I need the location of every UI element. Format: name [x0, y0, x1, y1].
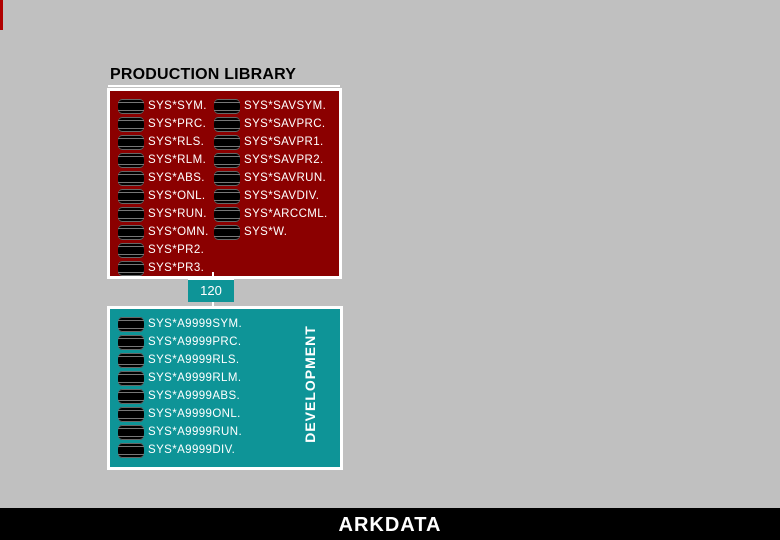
production-library-box: SYS*SYM. SYS*PRC. SYS*RLS. SYS*RLM. SYS*… [107, 88, 342, 279]
library-item: SYS*A9999SYM. [118, 315, 242, 333]
library-item-label: SYS*ABS. [148, 172, 205, 184]
disk-icon [118, 334, 144, 350]
disk-icon [118, 116, 144, 132]
disk-icon [118, 316, 144, 332]
library-item: SYS*A9999DIV. [118, 441, 235, 459]
disk-icon [118, 352, 144, 368]
disk-icon [118, 224, 144, 240]
disk-icon [214, 206, 240, 222]
disk-icon [118, 424, 144, 440]
library-item-label: SYS*SAVDIV. [244, 190, 320, 202]
library-item: SYS*A9999RLS. [118, 351, 240, 369]
library-item: SYS*PR3. [118, 259, 204, 277]
disk-icon [214, 134, 240, 150]
library-item-label: SYS*W. [244, 226, 288, 238]
library-item-label: SYS*RLS. [148, 136, 205, 148]
disk-icon [214, 224, 240, 240]
library-item: SYS*SYM. [118, 97, 207, 115]
library-item: SYS*PRC. [118, 115, 206, 133]
library-item: SYS*SAVSYM. [214, 97, 326, 115]
library-item-label: SYS*PR2. [148, 244, 205, 256]
library-item: SYS*SAVDIV. [214, 187, 319, 205]
library-item-label: SYS*OMN. [148, 226, 209, 238]
disk-icon [214, 170, 240, 186]
library-item-label: SYS*ONL. [148, 190, 206, 202]
library-item-label: SYS*PRC. [148, 118, 207, 130]
library-item-label: SYS*SAVPR2. [244, 154, 324, 166]
library-item: SYS*SAVPR2. [214, 151, 324, 169]
library-item-label: SYS*SAVPRC. [244, 118, 326, 130]
library-item: SYS*ONL. [118, 187, 206, 205]
library-item-label: SYS*SAVRUN. [244, 172, 327, 184]
disk-icon [118, 370, 144, 386]
library-item: SYS*ARCCML. [214, 205, 328, 223]
library-item: SYS*RLS. [118, 133, 204, 151]
library-item: SYS*A9999ONL. [118, 405, 241, 423]
development-library-box: SYS*A9999SYM. SYS*A9999PRC. SYS*A9999RLS… [107, 306, 343, 470]
development-label: DEVELOPMENT [300, 318, 320, 450]
library-item: SYS*RLM. [118, 151, 206, 169]
title-divider [108, 85, 340, 87]
disk-icon [118, 206, 144, 222]
disk-icon [118, 406, 144, 422]
library-item-label: SYS*RUN. [148, 208, 207, 220]
library-item-label: SYS*A9999ONL. [148, 408, 241, 420]
library-item-label: SYS*SYM. [148, 100, 207, 112]
library-item: SYS*SAVPR1. [214, 133, 324, 151]
disk-icon [118, 152, 144, 168]
disk-icon [214, 152, 240, 168]
library-item-label: SYS*PR3. [148, 262, 205, 274]
brand-logo: ARKDATA [338, 514, 442, 536]
disk-icon [214, 188, 240, 204]
library-item: SYS*SAVRUN. [214, 169, 326, 187]
library-item: SYS*RUN. [118, 205, 207, 223]
library-item-label: SYS*ARCCML. [244, 208, 328, 220]
library-item-label: SYS*A9999DIV. [148, 444, 236, 456]
footer-bar: ARKDATA [0, 508, 780, 540]
disk-icon [118, 134, 144, 150]
library-item-label: SYS*A9999SYM. [148, 318, 243, 330]
library-item-label: SYS*A9999RLM. [148, 372, 242, 384]
connector-label: 120 [188, 278, 234, 302]
disk-icon [118, 260, 144, 276]
disk-icon [118, 242, 144, 258]
disk-icon [214, 116, 240, 132]
library-item: SYS*A9999RLM. [118, 369, 241, 387]
development-label-text: DEVELOPMENT [302, 325, 319, 443]
library-item-label: SYS*A9999PRC. [148, 336, 242, 348]
library-item-label: SYS*SAVPR1. [244, 136, 324, 148]
library-item: SYS*OMN. [118, 223, 209, 241]
disk-icon [118, 170, 144, 186]
library-item: SYS*A9999ABS. [118, 387, 240, 405]
disk-icon [214, 98, 240, 114]
library-item: SYS*PR2. [118, 241, 204, 259]
disk-icon [118, 188, 144, 204]
page-title: PRODUCTION LIBRARY [110, 66, 297, 83]
library-item: SYS*SAVPRC. [214, 115, 326, 133]
library-item-label: SYS*A9999RLS. [148, 354, 240, 366]
library-item-label: SYS*A9999ABS. [148, 390, 241, 402]
corner-mark [0, 0, 3, 30]
disk-icon [118, 388, 144, 404]
library-item: SYS*W. [214, 223, 287, 241]
library-item: SYS*A9999PRC. [118, 333, 241, 351]
library-item-label: SYS*A9999RUN. [148, 426, 243, 438]
library-item-label: SYS*RLM. [148, 154, 207, 166]
disk-icon [118, 442, 144, 458]
library-item: SYS*A9999RUN. [118, 423, 242, 441]
disk-icon [118, 98, 144, 114]
library-item-label: SYS*SAVSYM. [244, 100, 327, 112]
library-item: SYS*ABS. [118, 169, 205, 187]
